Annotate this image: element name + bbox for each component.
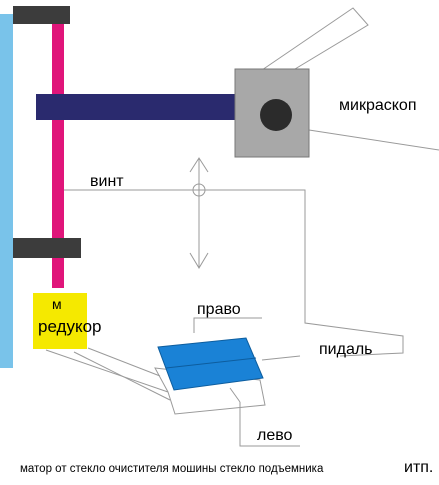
pedal-top-divider — [165, 357, 257, 369]
gearbox-pedal-line-2 — [87, 347, 161, 377]
microscope-lens — [260, 99, 292, 131]
microscope-leader-line — [308, 129, 439, 151]
gearbox-pedal-line-1 — [45, 349, 169, 393]
arrow-down-head — [189, 252, 209, 269]
caption-suffix: итп. — [404, 459, 433, 476]
bottom-clamp — [13, 238, 81, 258]
left-label: лево — [257, 427, 293, 444]
horizontal-arm — [36, 94, 236, 120]
gearbox-pedal-line-3 — [73, 351, 171, 401]
caption: матор от стекло очистителя мошины стекло… — [20, 463, 324, 475]
right-label: право — [197, 301, 241, 318]
motor-gearbox — [33, 293, 87, 349]
microscope-label: микраскоп — [339, 97, 416, 114]
screw-leader-line — [63, 189, 404, 357]
screw-rod — [52, 24, 64, 288]
arrow-pivot-circle — [192, 183, 206, 197]
pedal-top — [157, 337, 264, 391]
pedal-left-leader — [239, 402, 300, 447]
motor-label: м — [52, 296, 62, 312]
top-clamp — [13, 6, 70, 24]
pedal-base-edge — [229, 387, 241, 403]
gearbox-label: редукор — [38, 317, 102, 336]
pedal-right-leader — [193, 317, 262, 333]
arrow-up-head — [189, 157, 209, 173]
pedal-label: пидаль — [319, 341, 373, 358]
screw-label: винт — [90, 173, 124, 190]
vertical-rail — [0, 14, 13, 368]
microscope-tube — [260, 7, 369, 73]
pedal-pidal-leader — [261, 355, 301, 361]
